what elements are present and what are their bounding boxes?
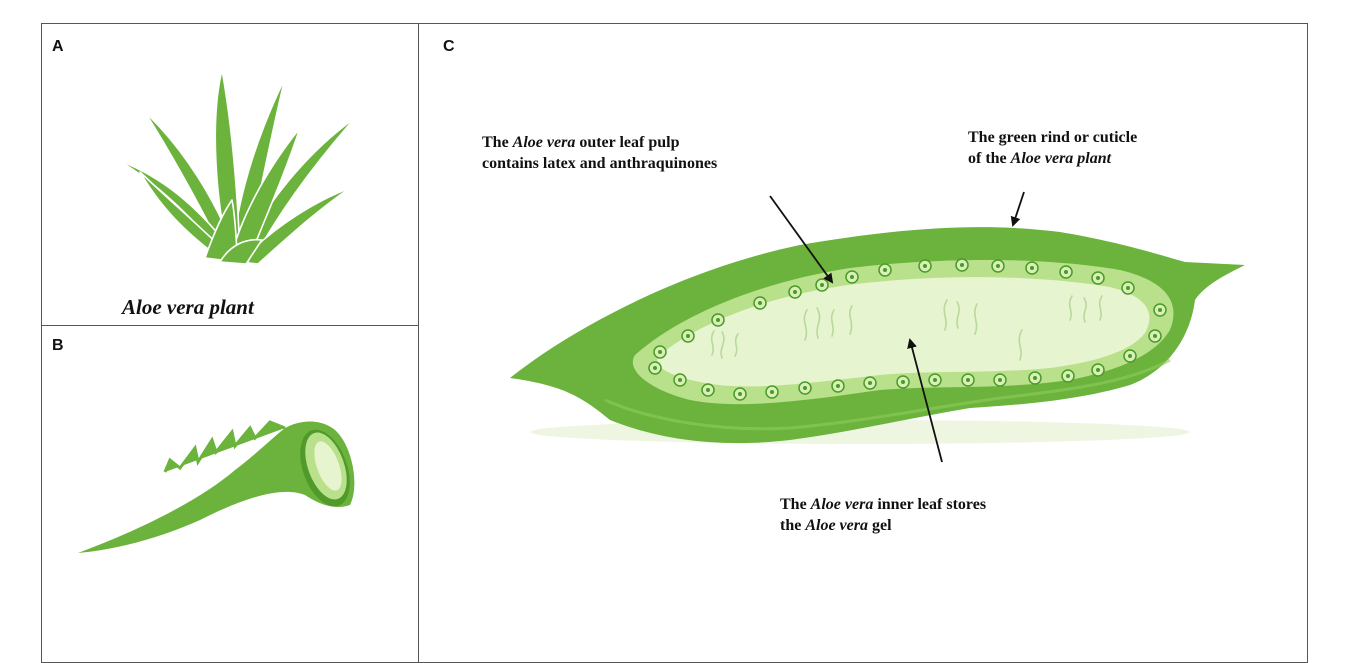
outer-pulp-label: The Aloe vera outer leaf pulp contains l… — [482, 132, 717, 174]
inner-leaf-label: The Aloe vera inner leaf stores the Aloe… — [780, 494, 986, 536]
panel-a-caption: Aloe vera plant — [122, 295, 254, 320]
aloe-plant-drawing — [118, 70, 355, 264]
aloe-leaf-cut-drawing — [78, 422, 359, 554]
leaf-cross-section-drawing — [510, 227, 1245, 444]
rind-label: The green rind or cuticle of the Aloe ve… — [968, 127, 1137, 169]
